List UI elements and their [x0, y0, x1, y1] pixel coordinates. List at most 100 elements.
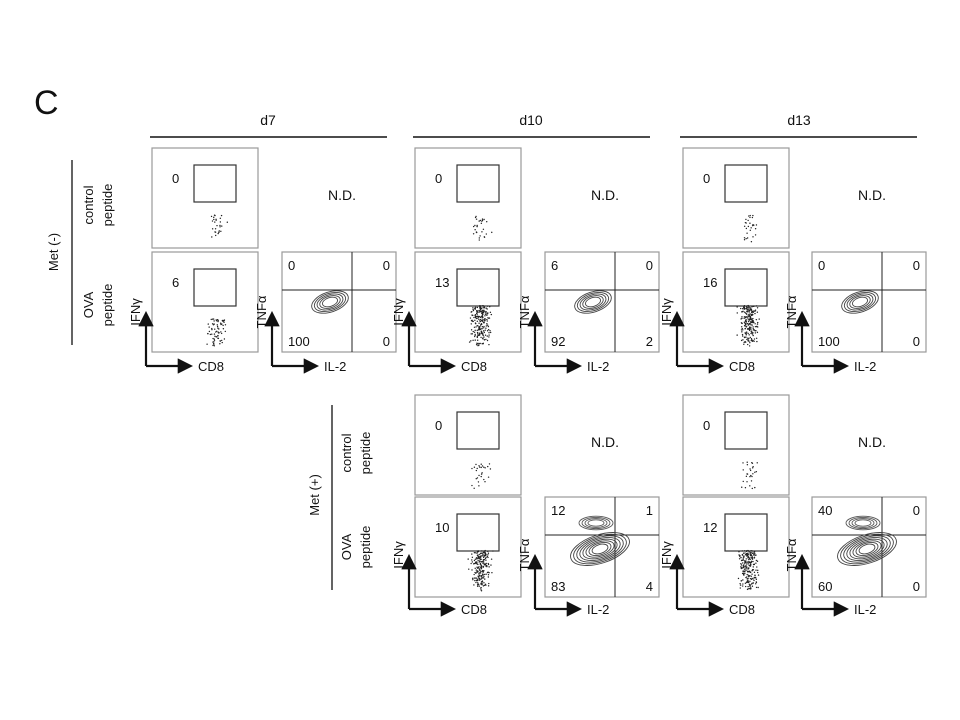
cell-event-dot	[744, 572, 746, 575]
cell-event-dot	[472, 307, 474, 309]
cell-event-dot	[742, 562, 744, 564]
cell-event-dot	[743, 306, 745, 308]
cell-event-dot	[745, 307, 748, 309]
cell-event-dot	[745, 475, 748, 478]
cell-event-dot	[472, 563, 475, 565]
cell-event-dot	[755, 470, 758, 473]
cell-event-dot	[743, 321, 746, 323]
cell-event-dot	[740, 329, 743, 331]
panel-letter: C	[34, 84, 59, 122]
cell-event-dot	[748, 215, 750, 217]
cell-event-dot	[746, 338, 748, 341]
cell-event-dot	[213, 216, 215, 219]
cell-event-dot	[754, 228, 757, 230]
cell-event-dot	[753, 554, 755, 556]
cell-event-dot	[744, 316, 747, 319]
cell-event-dot	[474, 224, 476, 227]
cell-event-dot	[751, 306, 753, 308]
cell-event-dot	[754, 576, 757, 579]
cell-event-dot	[480, 315, 483, 318]
cell-event-dot	[753, 340, 755, 343]
cell-event-dot	[741, 567, 743, 569]
cell-event-dot	[753, 556, 756, 558]
quadrant-lower-right: 2	[646, 334, 653, 349]
cell-event-dot	[749, 580, 751, 583]
contour-ring	[591, 543, 609, 555]
cell-event-dot	[752, 582, 755, 584]
cell-event-dot	[482, 559, 485, 561]
cell-event-dot	[746, 463, 749, 466]
cell-event-dot	[487, 312, 489, 314]
cell-event-dot	[476, 333, 479, 335]
cell-event-dot	[483, 339, 486, 341]
gate-box	[724, 164, 768, 203]
cell-event-dot	[470, 311, 472, 313]
cell-event-dot	[749, 313, 751, 315]
cell-event-dot	[477, 557, 479, 559]
cell-event-dot	[739, 584, 742, 586]
cell-event-dot	[221, 323, 223, 325]
gate-percentage: 0	[435, 171, 442, 186]
cell-event-dot	[486, 318, 488, 321]
cell-event-dot	[490, 564, 492, 566]
cell-event-dot	[479, 563, 482, 565]
plot-frame	[414, 251, 522, 353]
cell-event-dot	[221, 225, 223, 227]
cell-event-dot	[742, 570, 744, 572]
cell-event-dot	[745, 325, 748, 328]
cell-event-dot	[740, 339, 743, 342]
cell-event-dot	[480, 567, 483, 570]
cell-event-dot	[475, 306, 477, 309]
gate-percentage: 0	[703, 171, 710, 186]
cell-event-dot	[747, 311, 749, 313]
timepoint-d13-label: d13	[787, 112, 811, 128]
plot-frame	[281, 251, 397, 353]
cell-event-dot	[741, 486, 743, 488]
cell-event-dot	[757, 574, 760, 576]
cell-event-dot	[211, 318, 214, 320]
cell-event-dot	[756, 560, 759, 562]
cell-event-dot	[747, 317, 749, 319]
cell-event-dot	[471, 484, 473, 487]
cell-event-dot	[743, 239, 746, 241]
cell-event-dot	[745, 320, 748, 323]
cell-event-dot	[222, 324, 224, 327]
il2-axis-label: IL-2	[854, 359, 876, 374]
cell-event-dot	[207, 323, 209, 325]
cell-event-dot	[740, 580, 743, 582]
contour-ring	[851, 518, 875, 528]
cell-event-dot	[474, 333, 476, 336]
cell-event-dot	[741, 316, 743, 318]
cell-event-dot	[752, 326, 754, 328]
ifn-gamma-axis-label: IFNγ	[128, 298, 143, 326]
cell-event-dot	[482, 556, 485, 559]
cell-event-dot	[749, 342, 751, 344]
cell-event-dot	[473, 573, 475, 576]
cell-event-dot	[480, 561, 483, 563]
cell-event-dot	[483, 563, 485, 565]
plot-frame	[811, 251, 927, 353]
contour-ring	[852, 540, 882, 558]
cell-event-dot	[482, 562, 484, 565]
cell-event-dot	[749, 216, 751, 219]
cell-event-dot	[742, 572, 745, 575]
cell-event-dot	[755, 559, 758, 562]
cell-event-dot	[475, 344, 478, 346]
cell-event-dot	[478, 220, 480, 222]
cell-event-dot	[755, 562, 757, 564]
cell-event-dot	[741, 311, 743, 313]
cell-event-dot	[488, 566, 490, 568]
cell-event-dot	[492, 550, 494, 552]
cell-event-dot	[744, 552, 746, 554]
cell-event-dot	[478, 485, 480, 487]
cell-event-dot	[748, 334, 750, 336]
cell-event-dot	[213, 345, 216, 347]
cell-event-dot	[486, 339, 489, 342]
cell-event-dot	[753, 571, 756, 574]
cell-event-dot	[745, 550, 748, 552]
cell-event-dot	[482, 316, 484, 319]
